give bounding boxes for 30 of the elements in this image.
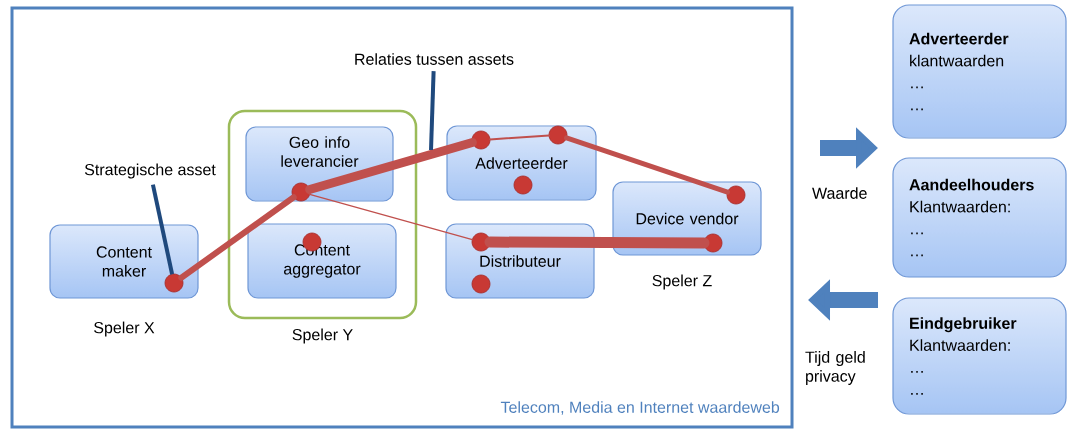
stakeholder-box: Adverteerder klantwaarden … … [892, 4, 1067, 139]
relation-line [178, 194, 297, 281]
asset-dot [471, 274, 491, 294]
player-label: Speler Z [652, 274, 712, 290]
player-label: Speler Y [292, 328, 353, 344]
relation-line [305, 138, 477, 194]
stakeholder-box: Aandeelhouders Klantwaarden: … … [892, 157, 1067, 278]
edge-label: Waarde [811, 186, 875, 200]
relation-line [309, 193, 473, 241]
relation-line [489, 134, 551, 141]
asset-dot [164, 273, 184, 293]
leader-line [429, 71, 436, 151]
asset-dot [726, 185, 746, 205]
asset-dot [548, 125, 568, 145]
callout-text: Relaties tussen assets [355, 53, 514, 65]
frame-title: Telecom, Media en Internet waardeweb [500, 401, 780, 415]
player-label: Speler X [94, 321, 155, 337]
edge-label: Tijd geld privacy [804, 350, 868, 386]
relation-line [484, 236, 710, 249]
asset-box: Geo info leverancier [245, 126, 394, 202]
asset-dot [471, 130, 491, 150]
relation-line [564, 135, 730, 195]
callout-text: Strategische asset [84, 163, 216, 179]
asset-dot [291, 182, 311, 202]
asset-dot [471, 232, 491, 252]
asset-dot [513, 175, 533, 195]
stakeholder-box: Eindgebruiker Klantwaarden: … … [892, 297, 1067, 415]
leader-line [150, 184, 175, 275]
asset-box: Content maker [49, 224, 199, 299]
asset-dot [703, 233, 723, 253]
